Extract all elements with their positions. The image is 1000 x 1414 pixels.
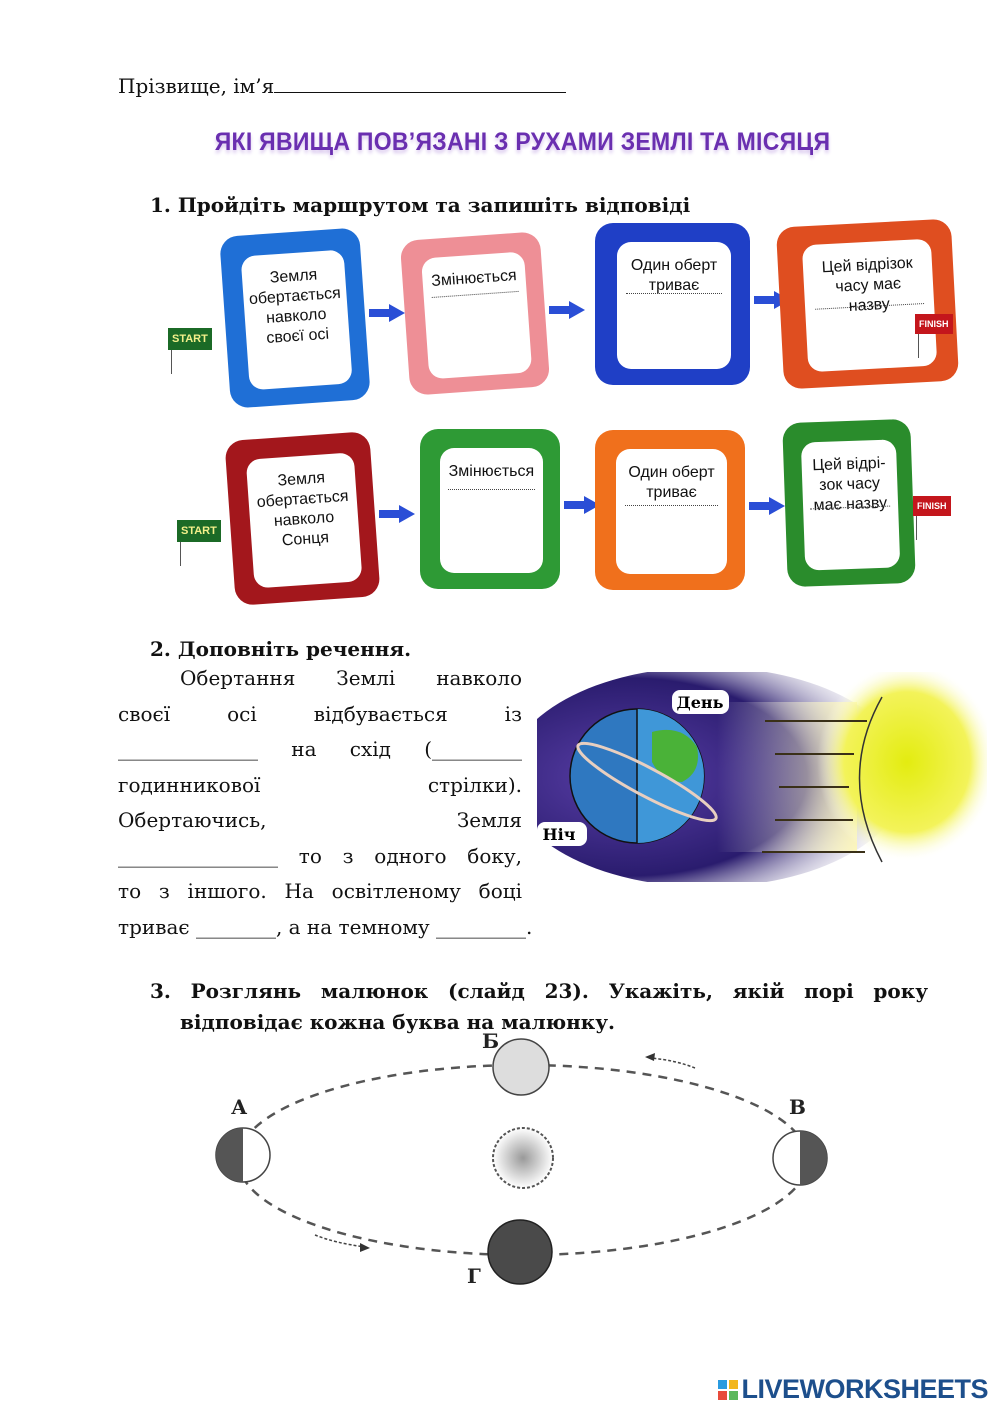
- card-text: Земля обертається навколо Сонця: [246, 452, 363, 588]
- finish-flag: FINISH: [915, 314, 953, 358]
- arrow-right-icon: [564, 496, 600, 515]
- fill-in-paragraph: Обертання Землі навколо своєї осі відбув…: [118, 661, 532, 945]
- logo-text: LIVEWORKSHEETS: [741, 1374, 988, 1404]
- earth-g-icon: [487, 1219, 553, 1285]
- label-a: А: [231, 1095, 248, 1119]
- answer-blank[interactable]: [625, 292, 723, 294]
- arrow-right-icon: [749, 497, 785, 516]
- name-field[interactable]: Прізвище, ім’я: [118, 74, 567, 98]
- para-line[interactable]: ______________ на схід (_________: [118, 737, 522, 761]
- name-blank[interactable]: [274, 74, 567, 93]
- arrow-right-icon: [549, 301, 585, 320]
- para-line[interactable]: ________________ то з одного боку,: [118, 843, 522, 868]
- answer-blank[interactable]: [815, 302, 924, 310]
- para-line: Обертання Землі навколо: [180, 666, 522, 690]
- route-card: Один оберт триває: [595, 430, 745, 590]
- earth-b-icon: [492, 1038, 550, 1096]
- earth-v-icon: [800, 1131, 827, 1185]
- page-title: ЯКІ ЯВИЩА ПОВ’ЯЗАНІ З РУХАМИ ЗЕМЛІ ТА МІ…: [214, 128, 831, 156]
- route-card: Змінюється: [399, 231, 551, 396]
- answer-blank[interactable]: [624, 505, 719, 507]
- para-line[interactable]: триває ________, а на темному _________.: [118, 914, 533, 939]
- liveworksheets-logo: LIVEWORKSHEETS: [718, 1374, 988, 1405]
- start-flag: START: [168, 328, 212, 374]
- route-card: Цей відрі- зок часу має назву: [782, 418, 916, 588]
- arrow-right-icon: [379, 505, 415, 524]
- night-label: Ніч: [543, 825, 576, 844]
- day-label: День: [677, 693, 724, 712]
- answer-blank[interactable]: [447, 489, 535, 491]
- card-text: Змінюється: [420, 251, 533, 379]
- start-flag: START: [177, 520, 221, 566]
- answer-blank[interactable]: [810, 505, 891, 510]
- route-card: Земля обертається навколо своєї осі: [219, 227, 371, 409]
- earth-rotation-image: День Ніч: [537, 672, 987, 882]
- task2-heading: 2. Доповніть речення.: [150, 637, 412, 661]
- task3-line: відповідає кожна буква на малюнку.: [180, 1010, 616, 1034]
- arrow-right-icon: [369, 304, 405, 323]
- earth-a-icon: [216, 1128, 243, 1182]
- label-b: Б: [482, 1030, 499, 1053]
- para-line: своєї осі відбувається із: [118, 701, 522, 726]
- orbit-arrow-icon: [649, 1057, 696, 1069]
- label-g: Г: [467, 1264, 481, 1288]
- card-text: Один оберт триває: [616, 242, 732, 369]
- label-v: В: [789, 1095, 806, 1119]
- name-label: Прізвище, ім’я: [118, 74, 275, 98]
- seasons-orbit-diagram: Б А В Г: [215, 1030, 828, 1288]
- finish-flag: FINISH: [913, 496, 951, 540]
- para-line: Обертаючись, Земля: [118, 808, 522, 832]
- task1-heading: 1. Пройдіть маршрутом та запишіть відпов…: [150, 193, 691, 217]
- card-text: Один оберт триває: [616, 449, 727, 574]
- card-text: Цей відрізок часу має назву: [801, 239, 938, 373]
- task3-heading: 3. Розглянь малюнок (слайд 23). Укажіть,…: [150, 976, 928, 1038]
- answer-blank[interactable]: [431, 291, 519, 299]
- route-card: Змінюється: [420, 429, 560, 589]
- route-card: Земля обертається навколо Сонця: [224, 431, 381, 606]
- para-line: то з іншого. На освітленому боці: [118, 879, 522, 903]
- sun-icon: [492, 1127, 554, 1189]
- route-card: Цей відрізок часу має назву: [775, 218, 960, 390]
- para-line: годинникової стрілки).: [118, 772, 522, 797]
- card-text: Земля обертається навколо своєї осі: [240, 249, 353, 391]
- card-text: Змінюється: [439, 448, 544, 573]
- logo-squares-icon: [718, 1379, 739, 1400]
- card-text: Цей відрі- зок часу має назву: [800, 439, 900, 571]
- task3-line: 3. Розглянь малюнок (слайд 23). Укажіть,…: [150, 979, 928, 1003]
- route-card: Один оберт триває: [595, 223, 750, 385]
